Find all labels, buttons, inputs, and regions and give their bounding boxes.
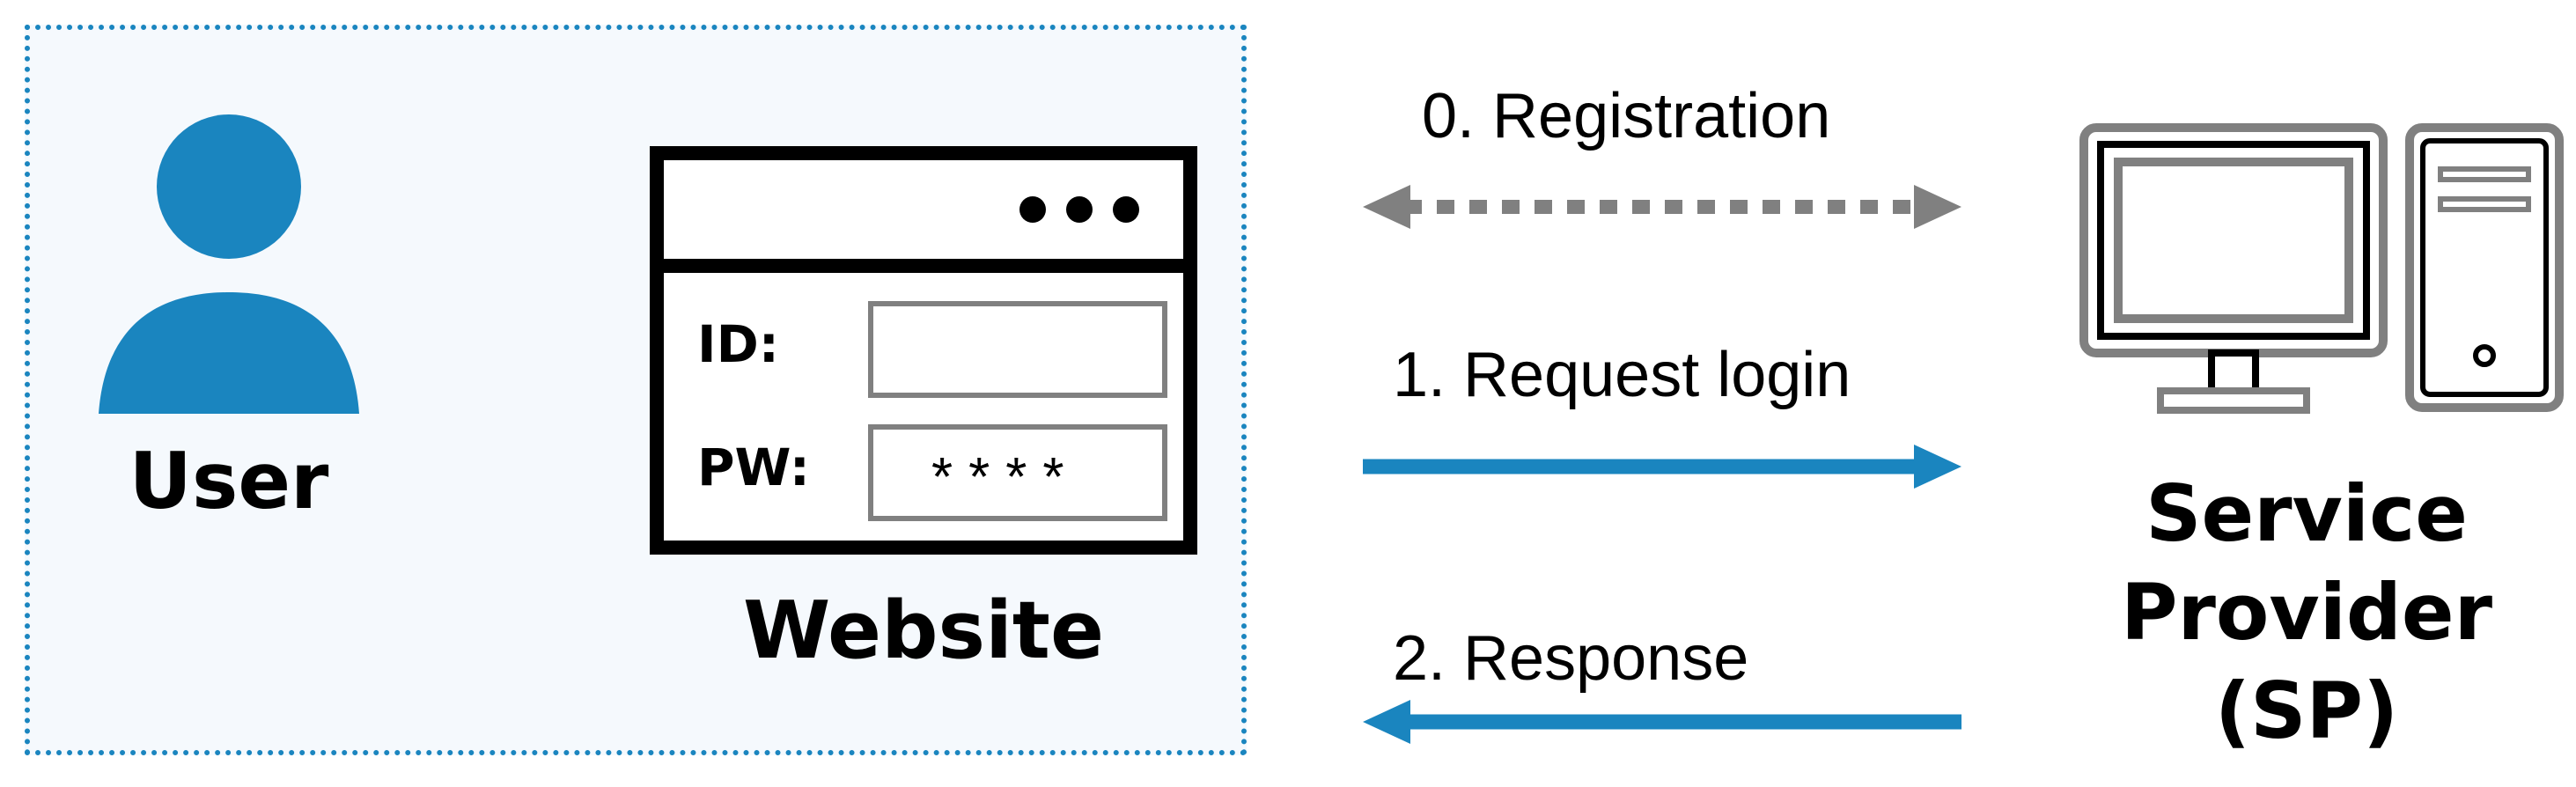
id-input[interactable] [868,301,1167,398]
response-arrow [1363,700,1961,744]
pw-input[interactable]: **** [868,424,1167,521]
pw-label: PW: [697,438,810,497]
monitor-icon [2079,123,2388,414]
website-window: ID: PW: **** [650,146,1197,555]
pw-masked-value: **** [931,447,1080,508]
user-label: User [129,436,329,526]
window-dot-icon [1113,196,1139,223]
request-login-arrow [1363,445,1961,489]
computer-tower-icon [2405,123,2564,412]
registration-arrow [1363,185,1961,229]
user-icon [99,114,359,414]
window-dot-icon [1019,196,1046,223]
service-provider-label-line1: Service [2145,468,2468,559]
service-provider-label-line2: Provider [2121,567,2492,658]
browser-title-bar [664,160,1183,273]
id-label: ID: [697,314,779,374]
request-login-label: 1. Request login [1393,340,1851,410]
window-dot-icon [1066,196,1093,223]
response-label: 2. Response [1393,623,1749,694]
service-provider-label-line3: (SP) [2214,666,2399,756]
registration-label: 0. Registration [1422,81,1831,151]
website-label: Website [742,585,1104,677]
